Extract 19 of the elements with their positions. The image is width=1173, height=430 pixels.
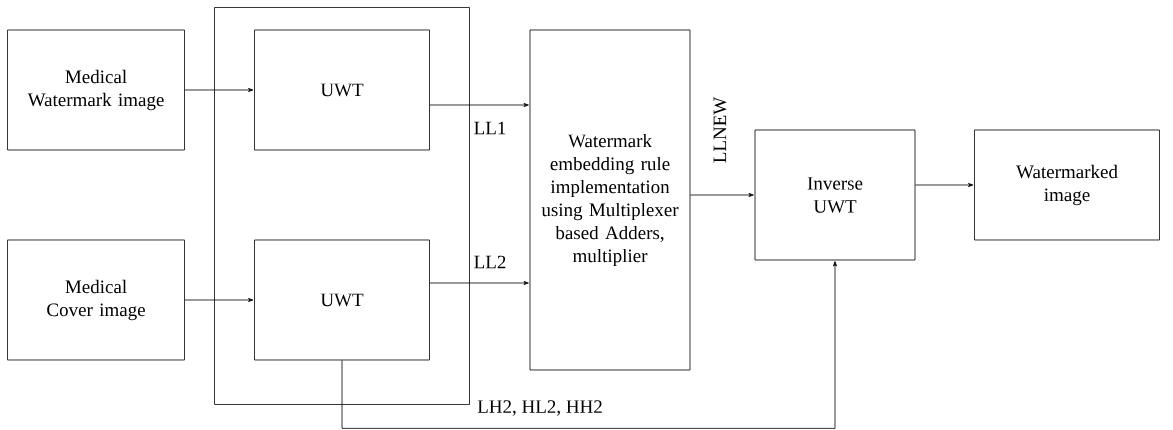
process-box: UWT (254, 239, 430, 361)
edge-label: LLNEW (712, 95, 728, 165)
arrow (429, 281, 529, 285)
arrow (184, 298, 254, 302)
process-box: Inverse UWT (754, 129, 916, 261)
arrow (915, 183, 974, 187)
process-box: Medical Cover image (7, 239, 185, 361)
arrow (690, 193, 754, 197)
arrow (429, 102, 529, 107)
process-box: Watermark embedding rule implementation using Multiplexer based Adders, multiplier (529, 29, 691, 371)
process-box: Watermarked image (974, 129, 1160, 241)
process-box: UWT (254, 29, 430, 151)
arrow (341, 261, 837, 429)
edge-label: LH2, HL2, HH2 (476, 399, 604, 417)
edge-label: LL1 (472, 120, 508, 136)
process-box: Medical Watermark image (7, 29, 185, 151)
arrow (184, 87, 254, 92)
group-box (214, 7, 470, 405)
edge-label: LL2 (472, 254, 508, 270)
